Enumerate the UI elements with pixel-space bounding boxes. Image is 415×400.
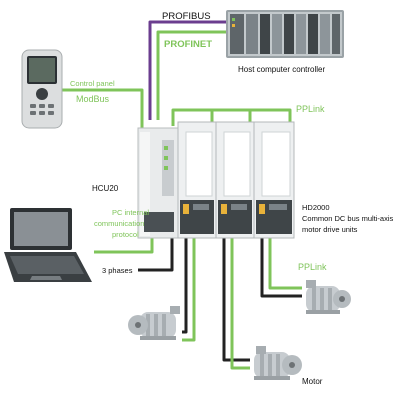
three-phase-line — [138, 238, 174, 272]
hd2000-label-line-1: HD2000 — [302, 203, 330, 212]
motor-right-power-line — [260, 238, 302, 298]
hd2000-label-line-2: Common DC bus multi-axis — [302, 214, 394, 223]
drive-unit-2 — [215, 121, 255, 239]
motor-bottom — [254, 346, 302, 380]
pplink-top-label: PPLink — [296, 104, 325, 114]
motor-left-feedback-line — [182, 238, 196, 342]
three-phases-label: 3 phases — [102, 266, 133, 275]
motor-left — [128, 306, 180, 340]
pc-protocol-line — [94, 236, 154, 254]
profibus-line — [148, 20, 238, 120]
pc-protocol-label-line-1: PC internal — [112, 208, 149, 217]
motor-right — [306, 280, 351, 314]
motor-icon — [128, 280, 351, 380]
handheld-keypad-icon — [21, 49, 63, 129]
hd2000-label-line-3: motor drive units — [302, 225, 358, 234]
laptop-icon — [4, 208, 92, 282]
pplink-bottom-label: PPLink — [298, 262, 327, 272]
motor-right-feedback-line — [268, 238, 302, 290]
profinet-line — [156, 30, 238, 120]
drive-unit-3 — [253, 121, 295, 239]
modbus-line — [62, 88, 144, 128]
hcu20-label: HCU20 — [92, 184, 119, 193]
drive-unit-1 — [177, 121, 217, 239]
motor-bottom-feedback-line — [230, 238, 250, 370]
profibus-label: PROFIBUS — [162, 11, 211, 22]
control-panel-label: Control panel — [70, 79, 115, 88]
pplink-top-line — [171, 108, 292, 126]
pc-protocol-label-line-2: communication — [94, 219, 144, 228]
host-controller-label: Host computer controller — [238, 65, 325, 74]
connection-lines — [62, 20, 302, 370]
hcu20-unit — [137, 127, 179, 239]
host-controller-icon — [226, 10, 344, 58]
pc-protocol-label-line-3: protocol — [112, 230, 139, 239]
motor-label: Motor — [302, 377, 323, 386]
motor-bottom-power-line — [222, 238, 250, 362]
motor-left-power-line — [182, 238, 188, 334]
modbus-label: ModBus — [76, 94, 110, 104]
profinet-label: PROFINET — [164, 39, 212, 50]
